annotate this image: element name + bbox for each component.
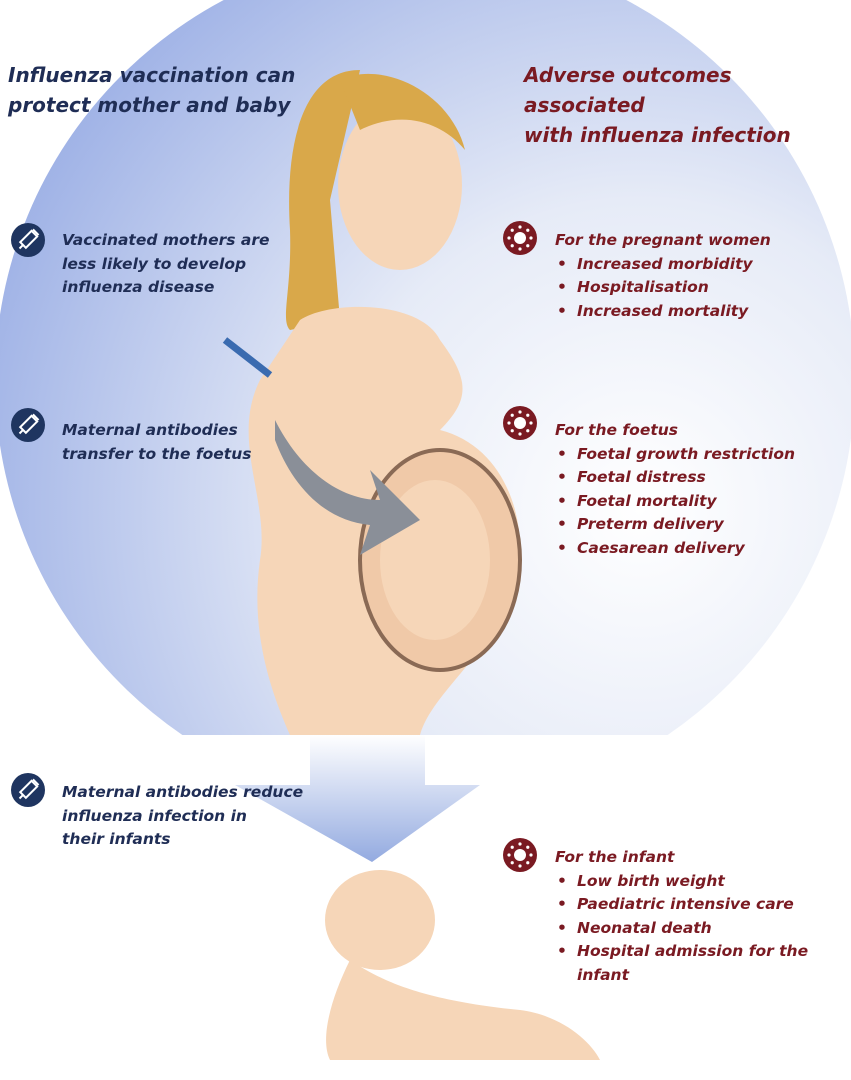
protection-line: influenza infection in	[62, 806, 247, 825]
protection-line: Vaccinated mothers are	[62, 231, 270, 249]
protection-line: transfer to the foetus	[62, 444, 252, 463]
outcome-item: Low birth weight	[555, 870, 851, 894]
left-title-line: protect mother and baby	[8, 93, 291, 117]
outcome-group: For the infant Low birth weight Paediatr…	[555, 846, 851, 987]
protection-line: influenza disease	[62, 278, 215, 296]
outcome-item: Foetal mortality	[555, 490, 795, 514]
left-title-line: Influenza vaccination can	[8, 63, 296, 87]
outcome-item: Hospitalisation	[555, 276, 771, 300]
outcome-item: Increased morbidity	[555, 253, 771, 277]
outcome-heading: For the pregnant women	[555, 231, 771, 249]
outcome-item: Preterm delivery	[555, 513, 795, 537]
right-title-line: with influenza infection	[524, 123, 791, 147]
protection-item: Vaccinated mothers are less likely to de…	[62, 229, 270, 300]
right-title: Adverse outcomes associated with influen…	[524, 60, 851, 150]
protection-item: Maternal antibodies reduce influenza inf…	[62, 781, 303, 852]
right-title-line: Adverse outcomes associated	[524, 63, 732, 117]
outcome-heading: For the infant	[555, 848, 675, 866]
syringe-icon	[11, 773, 45, 807]
outcome-item: Paediatric intensive care	[555, 893, 851, 917]
protection-line: Maternal antibodies reduce	[62, 783, 304, 801]
outcome-item: Foetal distress	[555, 466, 795, 490]
outcome-item: Hospital admission for the infant	[555, 940, 851, 987]
outcome-group: For the foetus Foetal growth restriction…	[555, 419, 795, 560]
outcome-group: For the pregnant women Increased morbidi…	[555, 229, 771, 323]
outcome-item: Caesarean delivery	[555, 537, 795, 561]
syringe-icon	[11, 223, 45, 257]
virus-icon	[503, 221, 537, 255]
protection-line: less likely to develop	[62, 254, 247, 273]
outcome-item: Foetal growth restriction	[555, 443, 795, 467]
virus-icon	[503, 406, 537, 440]
virus-icon	[503, 838, 537, 872]
protection-line: Maternal antibodies	[62, 421, 238, 439]
left-title: Influenza vaccination can protect mother…	[8, 60, 295, 120]
outcome-item: Increased mortality	[555, 300, 771, 324]
down-arrow	[235, 735, 480, 862]
outcome-heading: For the foetus	[555, 421, 679, 439]
syringe-icon	[11, 408, 45, 442]
protection-item: Maternal antibodies transfer to the foet…	[62, 419, 251, 466]
protection-line: their infants	[62, 830, 171, 848]
pregnant-woman-figure	[222, 70, 522, 735]
outcome-item: Neonatal death	[555, 917, 851, 941]
crawling-baby-figure	[325, 870, 600, 1060]
